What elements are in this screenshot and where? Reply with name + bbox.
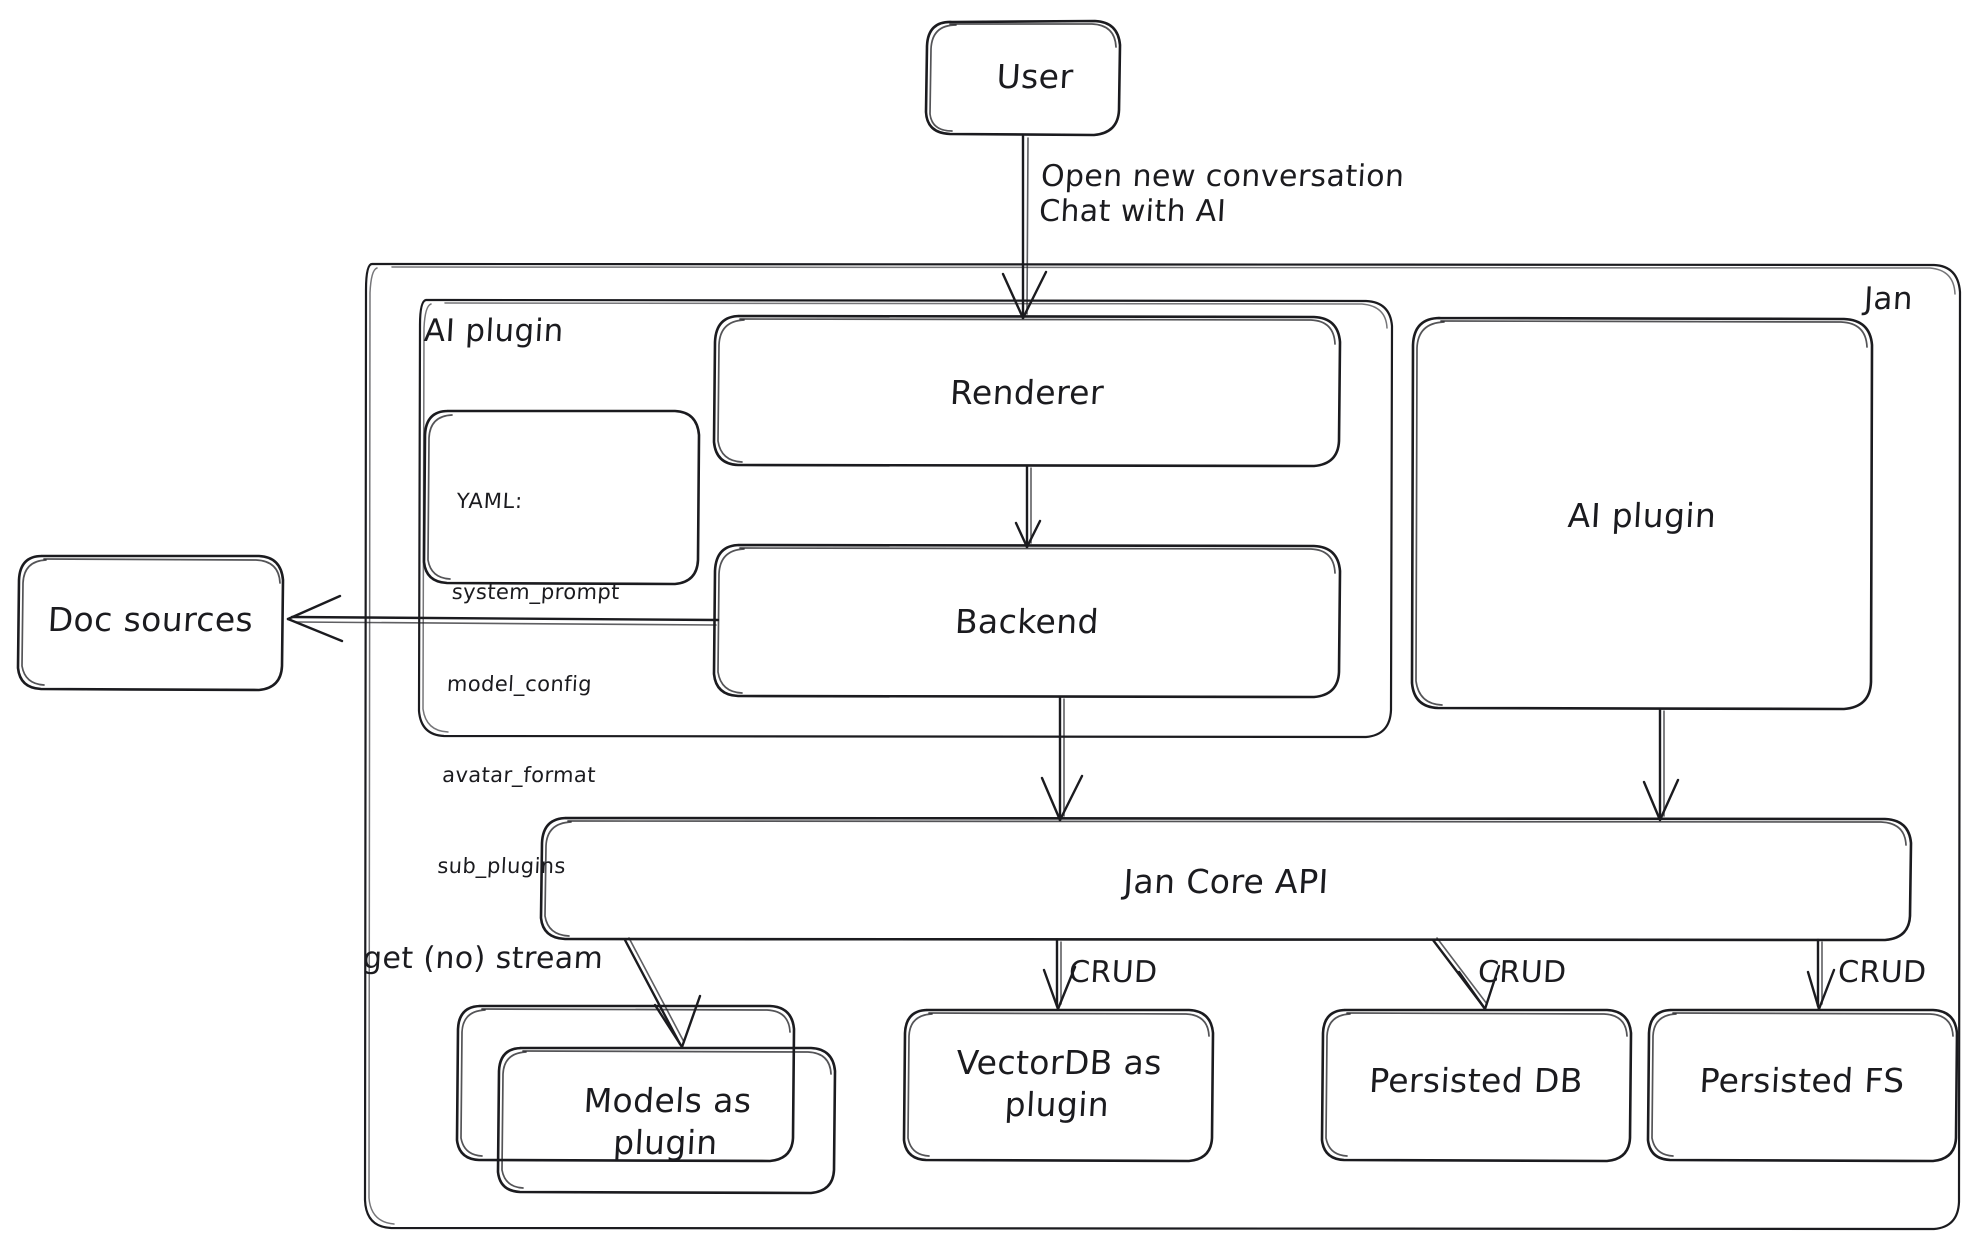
jan-container-shape[interactable] [363,262,1962,1231]
doc-sources-node-shape[interactable] [16,554,285,692]
user-node-shape[interactable] [924,19,1122,137]
edge-label-api-to-persisted-db: CRUD [1477,955,1568,990]
arrow-ai-plugin-to-jan-core-api [1642,707,1680,822]
arrow-renderer-to-backend [1014,464,1042,549]
jan-core-api-node-label: Jan Core API [1122,862,1330,901]
edge-label-api-to-persisted-fs: CRUD [1837,955,1928,990]
models-as-plugin-back-shape [455,1004,796,1163]
edge-label-user-to-renderer: Open new conversation Chat with AI [1038,159,1406,230]
arrow-api-to-models [623,937,702,1049]
vectordb-as-plugin-node-label: VectorDB as plugin [955,1043,1163,1125]
ai-plugin-node-label: AI plugin [1566,496,1718,535]
arrow-backend-to-doc-sources [286,594,720,643]
persisted-fs-node-shape[interactable] [1646,1008,1959,1163]
edge-label-api-to-models: get (no) stream [362,941,605,976]
persisted-fs-node-label: Persisted FS [1698,1061,1906,1100]
yaml-note-key-sub-plugins: sub_plugins [436,854,567,879]
persisted-db-node-label: Persisted DB [1368,1061,1584,1100]
user-node-label: User [995,57,1075,96]
yaml-note-header: YAML: [455,488,524,513]
edge-label-api-to-vectordb: CRUD [1068,955,1159,990]
yaml-note-block: YAML: system_prompt model_config avatar_… [433,425,628,942]
yaml-note-key-avatar-format: avatar_format [441,762,597,787]
yaml-note-key-model-config: model_config [446,671,593,696]
ai-plugin-node-shape[interactable] [1410,316,1874,711]
arrow-user-to-renderer [1001,134,1048,320]
jan-core-api-node-shape[interactable] [539,816,1913,942]
backend-node-shape[interactable] [712,543,1342,699]
arrow-api-to-vectordb [1042,938,1077,1011]
arrow-backend-to-jan-core-api [1040,695,1084,822]
arrow-api-to-persisted-fs [1806,938,1836,1011]
renderer-node-label: Renderer [949,373,1105,412]
models-as-plugin-node-shape[interactable] [496,1046,837,1195]
renderer-node-shape[interactable] [712,314,1342,468]
yaml-note-shape [422,409,701,586]
models-as-plugin-node-label: Models as plugin [582,1081,753,1163]
yaml-note-key-system-prompt: system_prompt [451,580,621,605]
jan-container-label: Jan [1863,281,1914,317]
ai-plugin-container-label: AI plugin [423,313,565,349]
arrow-api-to-persisted-db [1431,937,1501,1011]
backend-node-label: Backend [954,602,1101,641]
doc-sources-node-label: Doc sources [46,600,255,639]
vectordb-as-plugin-node-shape[interactable] [902,1008,1215,1163]
persisted-db-node-shape[interactable] [1320,1008,1633,1163]
